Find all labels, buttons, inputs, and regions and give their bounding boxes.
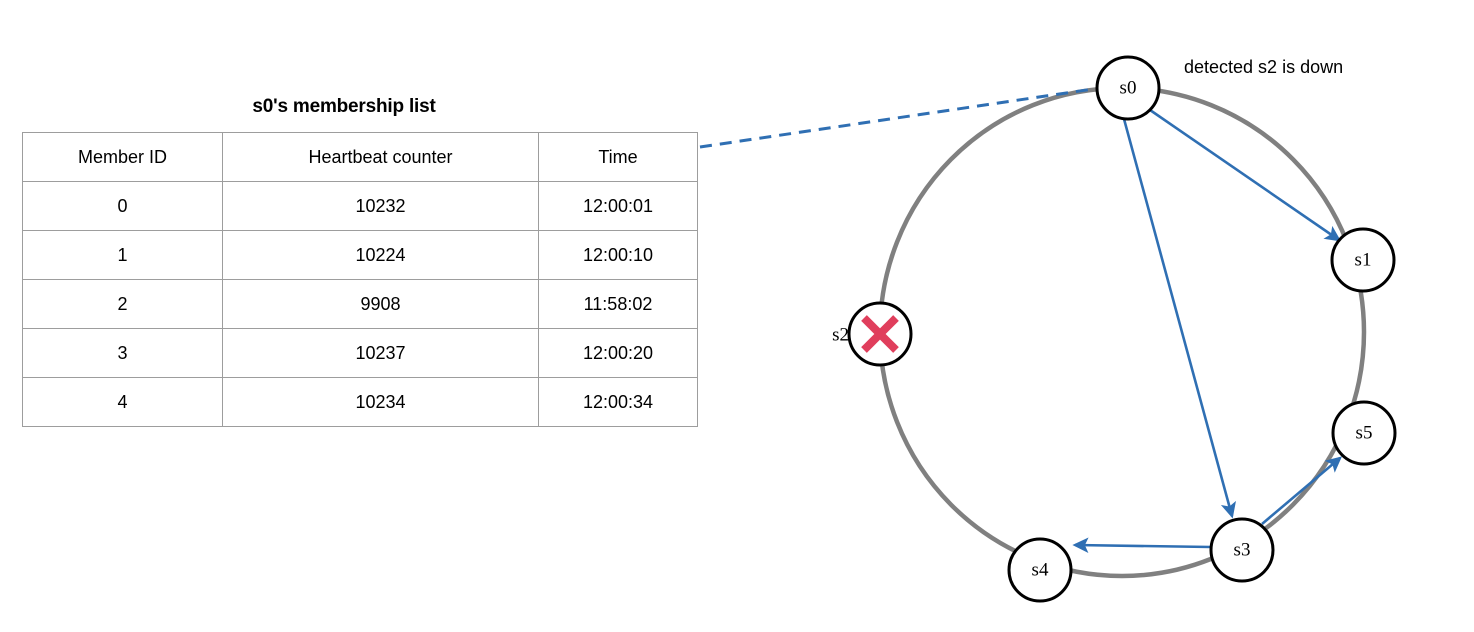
cell-time-alert: 11:58:02 (538, 279, 698, 329)
node-circle-s1[interactable] (1330, 227, 1396, 293)
table-row: 4 10234 12:00:34 (22, 377, 698, 427)
table-row: 0 10232 12:00:01 (22, 181, 698, 231)
cell-member-id: 0 (22, 181, 223, 231)
gossip-edge-s3-s5 (1261, 456, 1342, 525)
node-s5[interactable]: s5 (1331, 400, 1397, 466)
node-down-cross-icon (861, 315, 899, 353)
node-label-s0: s0 (1120, 77, 1137, 98)
gossip-edge-s3-s4 (1072, 537, 1212, 553)
column-header-heartbeat: Heartbeat counter (222, 132, 539, 182)
cell-member-id: 1 (22, 230, 223, 280)
membership-table: Member ID Heartbeat counter Time 0 10232… (22, 132, 698, 427)
cell-member-id: 4 (22, 377, 223, 427)
node-label-s5: s5 (1356, 422, 1373, 443)
node-label-s2: s2 (832, 324, 849, 345)
table-row: 3 10237 12:00:20 (22, 328, 698, 378)
cell-member-id: 2 (22, 279, 223, 329)
table-header-row: Member ID Heartbeat counter Time (22, 132, 698, 182)
node-s2-down[interactable]: s2 (832, 301, 913, 367)
table-row: 1 10224 12:00:10 (22, 230, 698, 280)
cell-time: 12:00:34 (538, 377, 698, 427)
node-circle-s5[interactable] (1331, 400, 1397, 466)
gossip-arrows (1072, 108, 1342, 553)
column-header-member-id: Member ID (22, 132, 223, 182)
node-circle-s0[interactable] (1095, 55, 1161, 121)
cell-heartbeat: 10224 (222, 230, 539, 280)
node-circle-s3[interactable] (1209, 517, 1275, 583)
failure-annotation: detected s2 is down (1184, 57, 1344, 77)
cell-time: 12:00:01 (538, 181, 698, 231)
node-label-s4: s4 (1032, 559, 1049, 580)
cell-heartbeat: 10234 (222, 377, 539, 427)
page-title: s0's membership list (252, 96, 436, 117)
node-circle-s2[interactable] (847, 301, 913, 367)
node-s0[interactable]: s0 (1095, 55, 1161, 121)
gossip-edge-s0-s1 (1149, 108, 1342, 242)
cell-time: 12:00:20 (538, 328, 698, 378)
cell-heartbeat: 10237 (222, 328, 539, 378)
cell-heartbeat-alert: 9908 (222, 279, 539, 329)
cell-time: 12:00:10 (538, 230, 698, 280)
callout-leader-line (699, 86, 1101, 149)
cell-member-id: 3 (22, 328, 223, 378)
node-circle-s4[interactable] (1007, 537, 1073, 603)
node-label-s1: s1 (1355, 249, 1372, 270)
cell-heartbeat: 10232 (222, 181, 539, 231)
gossip-edge-s0-s3 (1122, 118, 1236, 519)
node-s1[interactable]: s1 (1330, 227, 1396, 293)
ring-outline (877, 85, 1367, 579)
node-s3[interactable]: s3 (1209, 517, 1275, 583)
table-row: 2 9908 11:58:02 (22, 279, 698, 329)
node-s4[interactable]: s4 (1007, 537, 1073, 603)
membership-panel: s0's membership list Member ID Heartbeat… (22, 96, 698, 427)
column-header-time: Time (538, 132, 698, 182)
node-label-s3: s3 (1234, 539, 1251, 560)
